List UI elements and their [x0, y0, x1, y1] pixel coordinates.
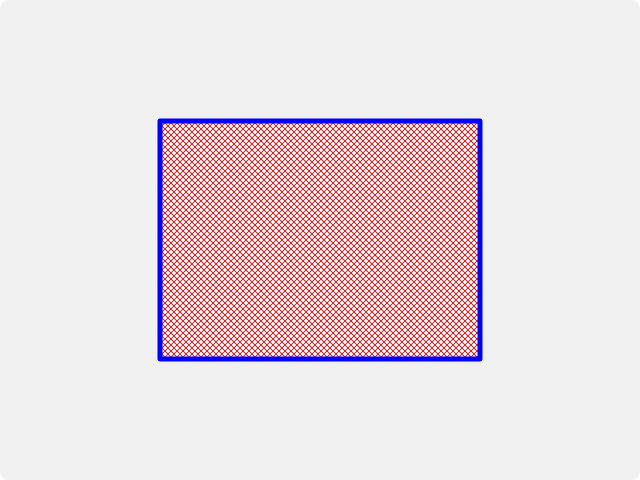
crosshatch-rectangle[interactable]	[157, 118, 483, 362]
